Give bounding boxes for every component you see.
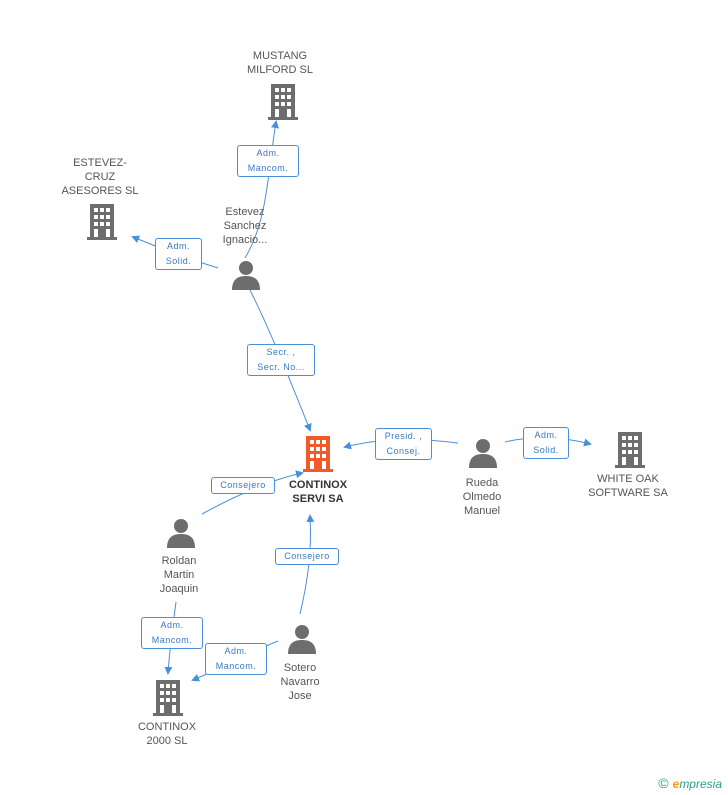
edge-label-adm-mancom[interactable]: Adm. Mancom. (237, 145, 299, 177)
building-icon-main[interactable] (303, 436, 333, 472)
edge-label-consejero[interactable]: Consejero (211, 477, 275, 494)
person-label-sotero: Sotero Navarro Jose (280, 662, 320, 702)
company-label-continox-servi: CONTINOX SERVI SA (288, 479, 348, 505)
company-label-estevez-cruz: ESTEVEZ- CRUZ ASESORES SL (61, 157, 139, 197)
edge-sotero-to-continox (299, 514, 315, 615)
edge-label-adm-solid[interactable]: Adm. Solid. (155, 238, 202, 270)
edge-label-adm-mancom[interactable]: Adm. Mancom. (141, 617, 203, 649)
edge-estevez-to-mustang (244, 120, 279, 259)
copyright-symbol: © (658, 775, 669, 791)
building-icon[interactable] (87, 204, 117, 240)
edge-label-presid-consej[interactable]: Presid. , Consej. (375, 428, 432, 460)
person-icon[interactable] (288, 624, 316, 654)
company-label-continox-2000: CONTINOX 2000 SL (137, 721, 197, 747)
edge-label-secr[interactable]: Secr. , Secr. No... (247, 344, 315, 376)
brand-initial: e (672, 777, 680, 791)
person-label-roldan: Roldan Martin Joaquin (159, 555, 199, 595)
person-icon[interactable] (469, 438, 497, 468)
person-icon[interactable] (232, 260, 260, 290)
brand-name: mpresia (679, 777, 722, 791)
edge-label-adm-solid[interactable]: Adm. Solid. (523, 427, 569, 459)
company-label-mustang: MUSTANG MILFORD SL (246, 50, 313, 76)
person-label-rueda: Rueda Olmedo Manuel (462, 477, 502, 517)
building-icon[interactable] (268, 84, 298, 120)
empresia-watermark: ©empresia (658, 775, 722, 791)
company-label-white-oak: WHITE OAK SOFTWARE SA (588, 473, 668, 499)
building-icon[interactable] (615, 432, 645, 468)
edge-label-consejero[interactable]: Consejero (275, 548, 339, 565)
person-icon[interactable] (167, 518, 195, 548)
edge-label-adm-mancom[interactable]: Adm. Mancom. (205, 643, 267, 675)
person-label-estevez-sanchez: Estevez Sanchez Ignacio... (222, 206, 268, 246)
building-icon[interactable] (153, 680, 183, 716)
